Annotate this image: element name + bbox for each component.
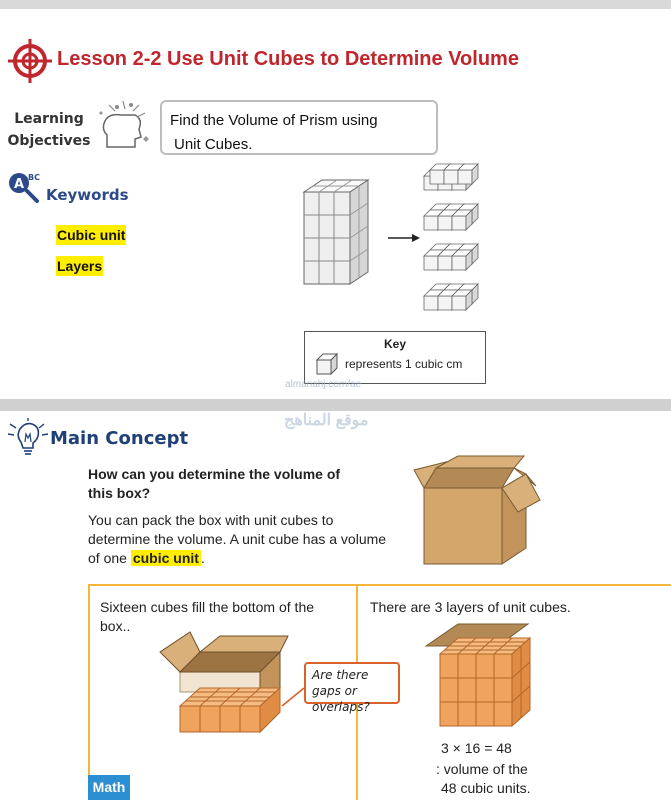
layer-2 — [423, 203, 479, 231]
watermark-url: almanahj.com/ae — [285, 379, 362, 390]
lesson-title: Lesson 2-2 Use Unit Cubes to Determine V… — [57, 48, 519, 70]
key-title: Key — [383, 337, 406, 351]
keyword-layers-text: Layers — [56, 256, 104, 276]
top-gray-bar — [0, 0, 671, 9]
svg-text:BC: BC — [28, 173, 40, 182]
lightbulb-icon — [7, 418, 49, 455]
volume-equation: 3 × 16 = 48 — [441, 740, 512, 756]
abc-search-icon: A BC — [9, 173, 40, 203]
open-box-illustration — [413, 455, 541, 565]
explanation-text: You can pack the box with unit cubes to … — [88, 512, 387, 566]
layer-1 — [423, 163, 479, 191]
arrow-head — [412, 234, 420, 242]
layer-4 — [423, 283, 479, 311]
math-tag: Math — [88, 775, 130, 800]
main-concept-title: Main Concept — [50, 428, 189, 449]
gaps-question-bubble: Are there gaps or overlaps? — [304, 662, 400, 714]
volume-line-2: 48 cubic units. — [441, 780, 531, 796]
layer-3 — [423, 243, 479, 271]
prism-layers-illustration — [302, 163, 479, 311]
explanation-end: . — [200, 550, 205, 566]
volume-line-1: : volume of the — [436, 761, 528, 777]
objectives-label-line2: Objectives — [7, 133, 91, 149]
tall-prism — [302, 179, 370, 285]
left-panel-caption: Sixteen cubes fill the bottom of the box… — [100, 599, 315, 634]
watermark-logo-text: موقع المناهج — [284, 412, 369, 429]
keywords-title: Keywords — [46, 186, 129, 204]
keyword-cubic-unit: Cubic unit — [56, 225, 127, 245]
target-icon — [8, 39, 52, 83]
example-panels — [88, 584, 671, 800]
box-with-bottom-layer-illustration — [159, 631, 289, 734]
unit-cube-icon — [315, 352, 339, 376]
objective-line-1: Find the Volume of Prism using — [170, 112, 378, 129]
question-text: How can you determine the volume of this… — [88, 466, 341, 501]
explanation-paragraph: You can pack the box with unit cubes to … — [88, 511, 388, 568]
objective-line-2: Unit Cubes. — [174, 136, 253, 153]
keyword-cubic-unit-text: Cubic unit — [56, 225, 127, 245]
key-box: Key represents 1 cubic cm — [304, 331, 486, 384]
three-layer-cube-illustration — [424, 623, 532, 728]
keyword-layers: Layers — [56, 256, 104, 276]
section-divider — [0, 399, 671, 411]
objective-box: Find the Volume of Prism using Unit Cube… — [160, 100, 438, 155]
key-text: represents 1 cubic cm — [345, 357, 463, 371]
objectives-label-line1: Learning — [14, 111, 84, 127]
svg-text:A: A — [14, 177, 24, 192]
right-panel-caption: There are 3 layers of unit cubes. — [370, 599, 571, 615]
bubble-pointer — [281, 687, 305, 707]
cubic-unit-highlight: cubic unit — [130, 550, 201, 566]
objectives-label: Learning Objectives — [6, 108, 92, 152]
brain-ideas-icon — [99, 100, 149, 148]
